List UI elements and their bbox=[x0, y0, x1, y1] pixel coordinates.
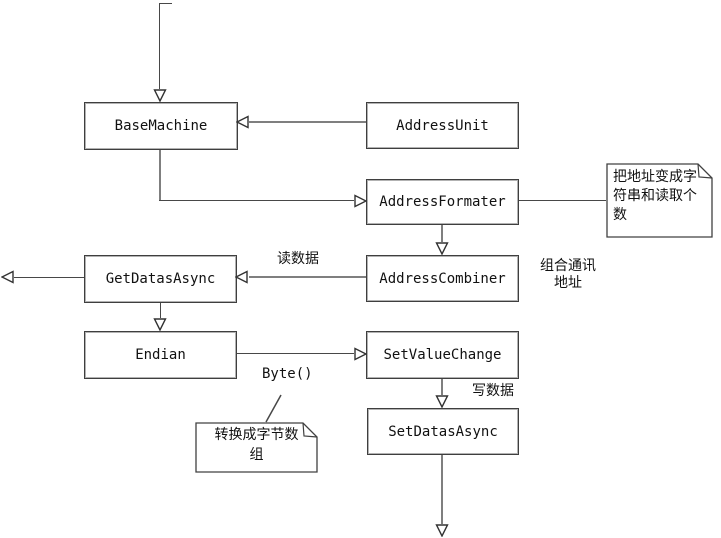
note-endian-byte-text: 转换成字节数组 bbox=[214, 427, 299, 463]
node-addressunit-label: AddressUnit bbox=[396, 117, 489, 134]
node-addressformater: AddressFormater bbox=[366, 179, 519, 225]
edge-label-combine-address: 组合通讯地址 bbox=[540, 258, 596, 291]
open-arrowhead-right-icon bbox=[354, 347, 367, 361]
edge-top-entry-tick bbox=[159, 3, 172, 4]
open-arrowhead-down-icon bbox=[153, 318, 167, 331]
node-endian: Endian bbox=[84, 331, 237, 379]
node-addresscombiner: AddressCombiner bbox=[366, 255, 519, 302]
open-arrowhead-left-icon bbox=[235, 270, 248, 284]
edge-endian-to-setvaluechange bbox=[235, 353, 354, 354]
edge-addresscombiner-to-getdatasasync bbox=[249, 276, 366, 278]
edge-getdatasasync-left-exit bbox=[14, 277, 84, 278]
edge-getdatasasync-to-endian bbox=[160, 301, 161, 318]
edge-setvaluechange-to-setdatasasync bbox=[441, 377, 443, 395]
note-address-formater: 把地址变成字符串和读取个数 bbox=[606, 163, 713, 238]
open-arrowhead-left-icon bbox=[1, 270, 14, 284]
note-address-formater-text: 把地址变成字符串和读取个数 bbox=[613, 169, 697, 223]
node-basemachine-label: BaseMachine bbox=[114, 118, 208, 134]
node-endian-label: Endian bbox=[135, 347, 186, 363]
node-addressunit: AddressUnit bbox=[366, 102, 519, 149]
note-endian-byte: 转换成字节数组 bbox=[195, 422, 318, 473]
edge-label-byte-call: Byte() bbox=[262, 366, 313, 382]
node-addressformater-label: AddressFormater bbox=[379, 194, 506, 210]
open-arrowhead-down-icon bbox=[435, 524, 449, 537]
node-getdatasasync: GetDatasAsync bbox=[84, 255, 237, 303]
open-arrowhead-down-icon bbox=[153, 89, 167, 102]
node-setvaluechange-label: SetValueChange bbox=[383, 347, 502, 363]
edge-addressunit-to-basemachine bbox=[249, 121, 366, 123]
open-arrowhead-down-icon bbox=[435, 395, 449, 408]
open-arrowhead-left-icon bbox=[236, 115, 249, 129]
edge-addressformater-to-note bbox=[517, 200, 606, 201]
node-setvaluechange: SetValueChange bbox=[366, 331, 519, 379]
edge-label-write-data: 写数据 bbox=[472, 383, 514, 399]
open-arrowhead-right-icon bbox=[354, 194, 367, 208]
node-getdatasasync-label: GetDatasAsync bbox=[105, 271, 216, 287]
node-addresscombiner-label: AddressCombiner bbox=[379, 270, 506, 287]
node-basemachine: BaseMachine bbox=[84, 102, 238, 150]
edge-basemachine-down bbox=[159, 148, 161, 201]
edge-setdatasasync-bottom-exit bbox=[441, 453, 443, 524]
note-shape bbox=[195, 422, 318, 473]
open-arrowhead-down-icon bbox=[435, 242, 449, 255]
note-shape bbox=[606, 163, 713, 238]
node-setdatasasync: SetDatasAsync bbox=[367, 408, 519, 455]
edge-note-to-byte-connector bbox=[265, 394, 282, 423]
edge-label-read-data: 读数据 bbox=[277, 251, 319, 267]
edge-addressformater-to-addresscombiner bbox=[441, 223, 443, 242]
edge-basemachine-to-addressformater bbox=[159, 200, 354, 201]
edge-top-entry bbox=[159, 3, 160, 89]
node-setdatasasync-label: SetDatasAsync bbox=[388, 423, 498, 440]
